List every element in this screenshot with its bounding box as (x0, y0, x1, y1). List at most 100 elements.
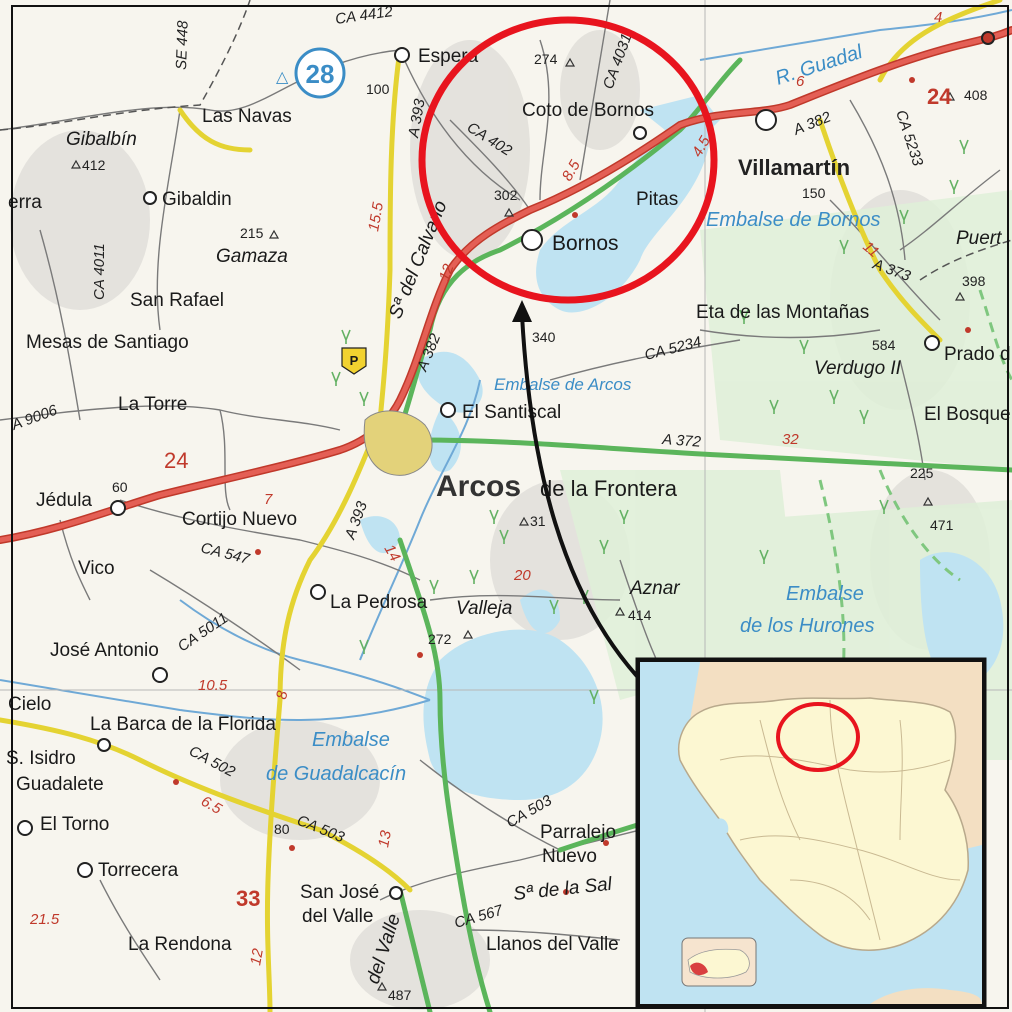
inset-highlight-circle (776, 702, 860, 772)
town-markers (17, 31, 995, 900)
distance-markers (173, 77, 971, 895)
inset-andalusia-minimap (681, 937, 757, 987)
label-gibalbin: Gibalbín (66, 129, 137, 150)
km-label: 13 (375, 829, 395, 849)
altitude-labels: 274 100 412 215 302 150 408 398 584 340 … (82, 51, 988, 1003)
embalse-hurones-shape (920, 552, 1004, 690)
arrow-head-top (512, 300, 532, 322)
label-jose-antonio: José Antonio (50, 640, 159, 661)
km-label: 14 (381, 542, 404, 565)
km-label: 15.5 (365, 200, 387, 232)
km-label: 21.5 (29, 911, 60, 928)
label-gibaldin: Gibaldin (162, 189, 232, 210)
road-label-28: 28 (306, 59, 335, 89)
altitude-label: 80 (274, 821, 290, 837)
label-erra: erra (8, 192, 42, 213)
label-aznar: Aznar (629, 578, 680, 599)
km-label: 4 (934, 9, 942, 26)
embalse-bornos-shape (536, 110, 710, 313)
boundaries (0, 0, 1012, 281)
highlight-circle (418, 16, 718, 304)
altitude-label: 215 (240, 225, 264, 241)
label-embalse-hurones: Embalse (786, 583, 864, 605)
km-label: 8 (273, 689, 291, 701)
altitude-label: 31 (530, 513, 546, 529)
altitude-label: 487 (388, 987, 412, 1003)
altitude-label: 100 (366, 81, 390, 97)
label-embalse-guadalcacin: Embalse (312, 729, 390, 751)
label-valleja: Valleja (456, 598, 512, 619)
label-arcos-frontera: de la Frontera (540, 476, 678, 501)
label-el-santiscal: El Santiscal (462, 402, 561, 423)
altitude-label: 340 (532, 329, 556, 345)
inset-municipal-lines (719, 699, 961, 941)
label-arcos: Arcos (436, 470, 521, 503)
km-label: 12 (247, 947, 267, 967)
km-label: 10.5 (198, 677, 228, 694)
label-mesas-santiago: Mesas de Santiago (26, 332, 189, 353)
road-se448: SE 448 (173, 20, 192, 70)
altitude-label: 584 (872, 337, 896, 353)
label-coto-de-bornos: Coto de Bornos (522, 100, 654, 121)
label-cielo: Cielo (8, 694, 51, 715)
label-montanas: Eta de las Montañas (696, 302, 869, 323)
altitude-label: 225 (910, 465, 934, 481)
altitude-label: 398 (962, 273, 986, 289)
label-guadalete: Guadalete (16, 774, 104, 795)
embalse-arcos-shape (417, 351, 483, 413)
label-cortijo-nuevo: Cortijo Nuevo (182, 509, 297, 530)
inset-africa-coast (870, 988, 982, 1004)
label-parralejo: Parralejo (540, 822, 616, 843)
label-de-guadalcacin: de Guadalcacín (266, 763, 406, 785)
label-bornos: Bornos (552, 232, 619, 255)
km-label: 20 (513, 567, 531, 584)
minor-roads (0, 0, 1001, 981)
km-label: 32 (782, 431, 799, 448)
altitude-label: 60 (112, 479, 128, 495)
map-frame (11, 5, 1009, 1009)
label-verdugo: Verdugo II (814, 358, 902, 379)
road-ca4011: CA 4011 (91, 243, 108, 300)
altitude-label: 471 (930, 517, 954, 533)
label-jedula: Jédula (36, 490, 92, 511)
label-torrecera: Torrecera (98, 860, 179, 881)
km-label: 6 (796, 73, 805, 90)
altitude-label: 274 (534, 51, 558, 67)
altitude-label: 302 (494, 187, 518, 203)
altitude-label: 408 (964, 87, 988, 103)
road-28-shield: 28 (294, 47, 346, 99)
altitude-label: 272 (428, 631, 452, 647)
label-embalse-bornos: Embalse de Bornos (706, 209, 881, 231)
bus-symbol: △ (276, 69, 289, 86)
arcos-urban-area (363, 410, 433, 476)
label-vico: Vico (78, 558, 115, 579)
label-llanos-del-valle: Llanos del Valle (486, 934, 619, 955)
label-las-navas: Las Navas (202, 106, 292, 127)
label-el-torno: El Torno (40, 814, 109, 835)
label-san-rafael: San Rafael (130, 290, 224, 311)
altitude-markers (70, 57, 966, 991)
green-roads (397, 57, 1012, 1012)
road-label-24-east: 24 (927, 84, 952, 109)
altitude-label: 150 (802, 185, 826, 201)
km-label: 12 (436, 261, 458, 283)
altitude-label: 414 (628, 607, 652, 623)
label-pitas: Pitas (636, 189, 678, 210)
parking-sign: P (341, 347, 367, 375)
label-parralejo-nuevo: Nuevo (542, 846, 597, 867)
label-el-bosque: El Bosque (924, 404, 1011, 425)
label-puerto: Puert (956, 228, 1002, 249)
label-san-jose: San José (300, 882, 379, 903)
tree-symbols (331, 139, 969, 704)
embalse-guadalcacin-shape (423, 629, 603, 800)
label-gamaza: Gamaza (216, 246, 288, 267)
road-label-33: 33 (236, 886, 260, 911)
label-del-valle-town: del Valle (302, 906, 373, 927)
road-a372: A 372 (661, 431, 702, 451)
label-prado: Prado d (944, 344, 1011, 365)
inset-bay (715, 818, 729, 835)
label-de-los-hurones: de los Hurones (740, 615, 875, 637)
label-la-torre: La Torre (118, 394, 187, 415)
